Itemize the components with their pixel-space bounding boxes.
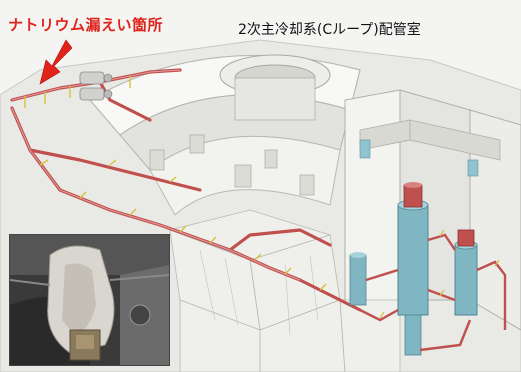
leak-site-photo xyxy=(9,234,170,366)
room-title-label: 2次主冷却系(Cループ)配管室 xyxy=(238,22,421,38)
heat-exchanger-equipment xyxy=(349,182,478,356)
leak-location-label: ナトリウム漏えい箇所 xyxy=(8,16,164,34)
leak-pointer-arrow xyxy=(39,39,73,85)
valve-assembly xyxy=(79,71,113,101)
